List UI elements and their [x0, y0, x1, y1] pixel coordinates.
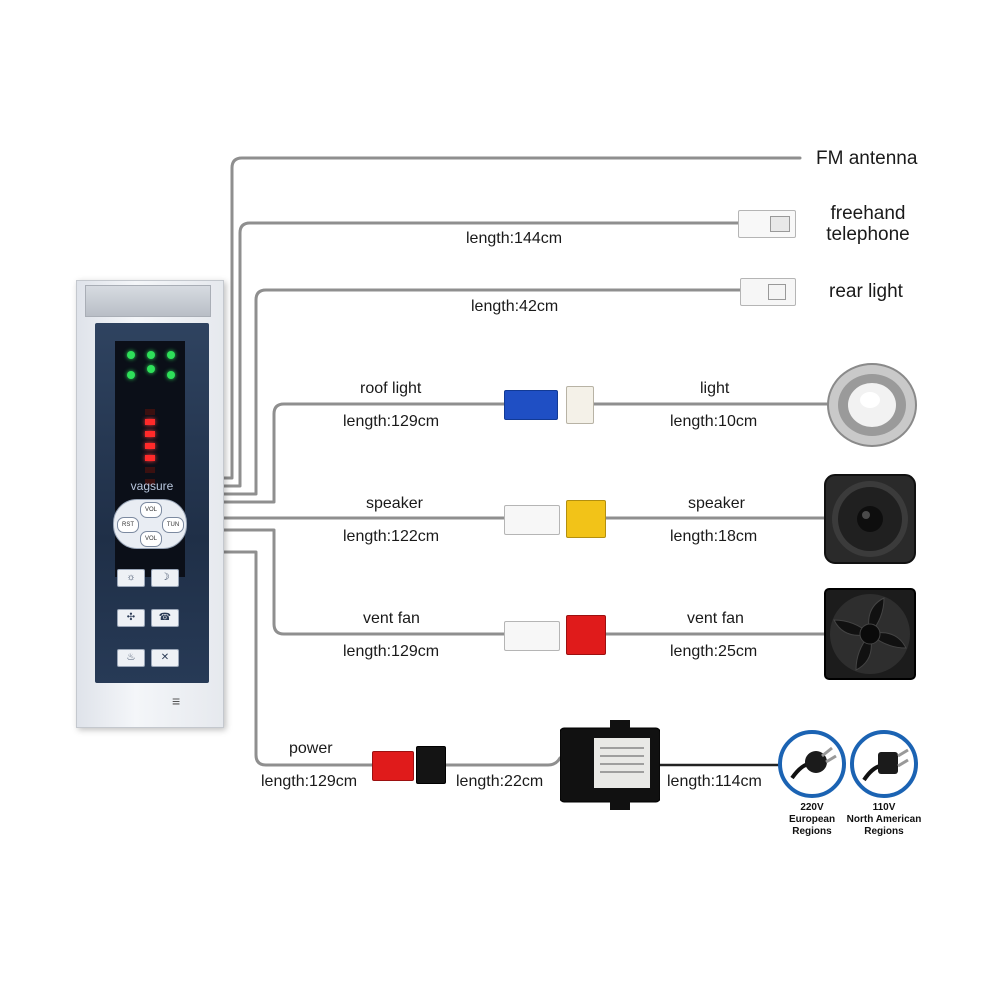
power-label: power — [289, 740, 333, 757]
level-bar — [145, 455, 155, 461]
rear-light-length: length:42cm — [471, 298, 559, 315]
fan-icon[interactable]: ✣ — [117, 609, 145, 627]
mains-length: length:114cm — [667, 773, 762, 790]
roof-light-fixture-icon — [827, 363, 917, 447]
telephone-length: length:144cm — [466, 230, 563, 247]
eu-plug-region-2: Regions — [792, 826, 832, 837]
wire-fm-antenna — [220, 156, 802, 480]
na-plug-icon — [862, 748, 909, 782]
speaker-length: length:122cm — [343, 528, 440, 545]
power-connector-male — [372, 751, 414, 781]
reset-button[interactable]: RST — [117, 517, 139, 533]
volume-up-button[interactable]: VOL — [140, 502, 162, 518]
status-led — [167, 351, 175, 359]
vent-fan-icon — [824, 588, 916, 680]
level-bar — [145, 431, 155, 437]
speaker-icon — [824, 474, 916, 564]
level-bar — [145, 443, 155, 449]
speaker-device-length: length:18cm — [670, 528, 758, 545]
wire-vent-fan — [220, 528, 507, 636]
roof-light-label: roof light — [360, 380, 422, 397]
level-bar — [145, 467, 155, 473]
vent-fan-device-label: vent fan — [687, 610, 744, 627]
phone-icon[interactable]: ☎ — [151, 609, 179, 627]
vent-fan-label: vent fan — [363, 610, 420, 627]
power-length: length:129cm — [261, 773, 358, 790]
status-led — [167, 371, 175, 379]
eu-plug-voltage: 220V — [800, 802, 824, 813]
shower-control-panel: vagsure VOL RST TUN VOL ☼ ☽ ✣ ☎ ♨ ✕ ≡ — [76, 280, 224, 728]
power-connector-female — [416, 746, 446, 784]
rear-light-label: rear light — [829, 281, 903, 302]
eu-plug-region-1: European — [788, 814, 836, 825]
status-led — [127, 371, 135, 379]
vent-fan-connector-female — [566, 615, 606, 655]
adapter-length: length:22cm — [456, 773, 544, 790]
level-bar — [145, 479, 155, 485]
vent-fan-length: length:129cm — [343, 643, 440, 660]
vent-fan-device-length: length:25cm — [670, 643, 758, 660]
status-led — [127, 351, 135, 359]
telephone-label-1: freehand — [830, 203, 906, 224]
na-plug-region-2: Regions — [864, 826, 904, 837]
level-bar — [145, 409, 155, 415]
panel-face: vagsure VOL RST TUN VOL ☼ ☽ ✣ ☎ ♨ ✕ — [95, 323, 209, 683]
na-plug-voltage: 110V — [872, 802, 896, 813]
wire-rear-light — [220, 288, 744, 496]
light-right-icon[interactable]: ☽ — [151, 569, 179, 587]
na-plug-circle — [850, 730, 918, 798]
eu-plug-circle — [778, 730, 846, 798]
brand-logo: vagsure — [130, 479, 174, 493]
cancel-icon[interactable]: ✕ — [151, 649, 179, 667]
light-label: light — [700, 380, 730, 397]
level-bar — [145, 419, 155, 425]
wire-telephone — [220, 221, 742, 488]
volume-down-button[interactable]: VOL — [140, 531, 162, 547]
speaker-connector-female — [566, 500, 606, 538]
status-led — [147, 365, 155, 373]
wire-adapter — [443, 756, 562, 767]
speaker-connector-male — [504, 505, 560, 535]
fm-antenna-label: FM antenna — [816, 148, 918, 169]
menu-grip-icon: ≡ — [172, 693, 181, 709]
panel-top-cap — [85, 285, 211, 317]
speaker-device-label: speaker — [688, 495, 745, 512]
speaker-label: speaker — [366, 495, 423, 512]
light-length: length:10cm — [670, 413, 758, 430]
roof-light-connector-male — [504, 390, 558, 420]
eu-plug-icon — [790, 746, 837, 780]
status-led — [147, 351, 155, 359]
wire-roof-light — [220, 402, 507, 504]
rear-light-connector-pins — [768, 284, 786, 300]
shower-icon[interactable]: ♨ — [117, 649, 145, 667]
roof-light-connector-female — [566, 386, 594, 424]
telephone-label-2: telephone — [826, 224, 910, 245]
radio-dial: VOL RST TUN VOL — [113, 499, 187, 549]
roof-light-length: length:129cm — [343, 413, 440, 430]
power-adapter-icon — [560, 720, 660, 810]
vent-fan-connector-male — [504, 621, 560, 651]
telephone-connector-pins — [770, 216, 790, 232]
na-plug-region-1: North American — [846, 814, 922, 825]
wire-power — [220, 550, 374, 767]
light-left-icon[interactable]: ☼ — [117, 569, 145, 587]
tune-button[interactable]: TUN — [162, 517, 184, 533]
